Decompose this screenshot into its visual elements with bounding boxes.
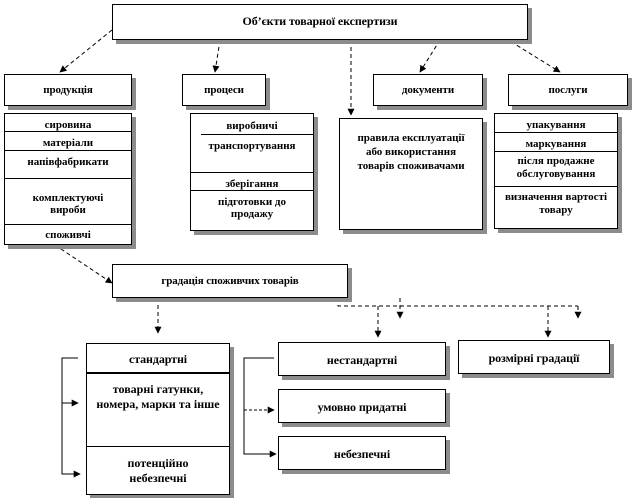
process-item: підготовки до продажу <box>218 196 286 220</box>
divider <box>5 131 131 132</box>
arrow-root-documents <box>419 39 441 73</box>
divider <box>5 224 131 225</box>
products-header: продукція <box>4 74 132 106</box>
documents-list: правила експлуатації або використання то… <box>339 118 483 230</box>
documents-header: документи <box>373 74 483 106</box>
divider <box>191 172 313 173</box>
divider <box>5 150 131 151</box>
product-item: матеріали <box>42 137 94 149</box>
nonstandard-dangerous-box: небезпечні <box>278 436 446 470</box>
nonstandard-header: нестандартні <box>278 342 446 376</box>
processes-header: процеси <box>182 74 266 106</box>
service-item: маркування <box>525 138 587 150</box>
services-header: послуги <box>508 74 628 106</box>
divider <box>191 190 313 191</box>
gradation-title: градація споживчих товарів <box>161 275 299 287</box>
size-title: розмірні градації <box>488 351 580 365</box>
services-list: упакування маркування після продажне обс… <box>494 113 618 229</box>
process-item: виробничі <box>226 120 278 132</box>
product-item: комплектуючі вироби <box>32 192 104 216</box>
gradation-box: градація споживчих товарів <box>112 264 348 298</box>
arrow-root-processes <box>212 39 221 73</box>
nonstandard-dangerous: небезпечні <box>333 447 391 461</box>
standard-title: стандартні <box>128 352 187 366</box>
products-list: сировина матеріали напівфабрикати компле… <box>4 113 132 245</box>
product-item: напівфабрикати <box>27 156 109 168</box>
root-box: Об’єкти товарної експертизи <box>112 4 528 40</box>
process-item: зберігання <box>225 178 279 190</box>
divider <box>201 134 313 135</box>
arrow-consumer-gradation <box>54 244 113 284</box>
documents-title: документи <box>401 84 455 96</box>
standard-header: стандартні <box>86 343 230 373</box>
standard-bracket <box>61 357 78 475</box>
nonstandard-bracket <box>243 357 274 455</box>
divider <box>5 178 131 179</box>
size-box: розмірні градації <box>458 340 610 374</box>
service-item: визначення вартості товару <box>504 191 608 216</box>
divider <box>495 151 617 152</box>
standard-list: товарні гатунки, номера, марки та інше п… <box>86 373 230 495</box>
branch-gradation-bus <box>337 298 578 307</box>
divider <box>495 186 617 187</box>
product-item: споживчі <box>45 229 91 241</box>
product-item: сировина <box>44 119 92 131</box>
document-item: правила експлуатації або використання то… <box>357 132 465 172</box>
nonstandard-conditional: умовно придатні <box>317 400 407 414</box>
products-title: продукція <box>43 84 93 96</box>
nonstandard-conditional-box: умовно придатні <box>278 389 446 423</box>
standard-item: товарні гатунки, номера, марки та інше <box>96 382 220 411</box>
divider <box>87 446 229 447</box>
processes-title: процеси <box>204 84 244 96</box>
root-title: Об’єкти товарної експертизи <box>242 14 398 28</box>
service-item: після продажне обслуговування <box>516 155 596 180</box>
services-title: послуги <box>548 84 588 96</box>
service-item: упакування <box>526 119 586 131</box>
standard-item: потенційно небезпечні <box>127 456 189 485</box>
process-item: транспортування <box>208 140 296 152</box>
arrow-root-services <box>504 37 561 73</box>
arrow-root-products <box>59 29 113 73</box>
divider <box>495 132 617 133</box>
nonstandard-title: нестандартні <box>326 353 398 367</box>
processes-list: виробничі транспортування зберігання під… <box>190 113 314 231</box>
